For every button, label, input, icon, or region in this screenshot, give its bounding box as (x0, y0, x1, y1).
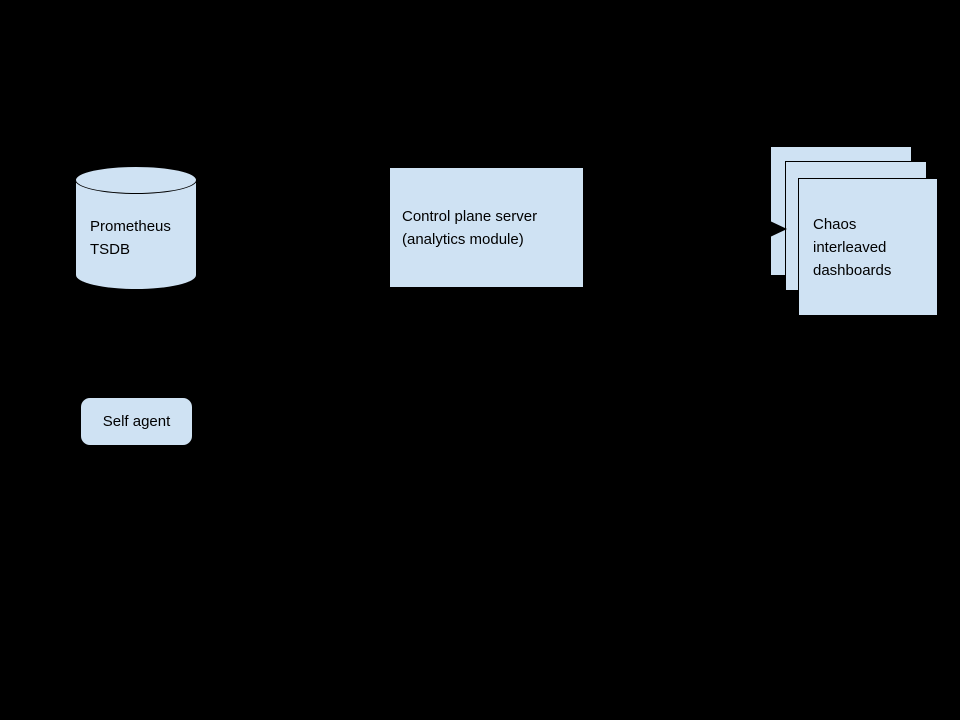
dashboards-label: Chaos interleaved dashboards (813, 215, 892, 279)
dashboards-node: Chaos interleaved dashboards (798, 178, 938, 316)
self-agent-label: Self agent (102, 413, 171, 430)
arrow-right-icon (770, 221, 787, 237)
control-plane-node: Control plane server (analytics module) (390, 168, 583, 287)
cylinder-body-shape (75, 180, 197, 290)
cylinder-top-ellipse (75, 166, 197, 194)
self-agent-node: Self agent (80, 397, 193, 446)
prometheus-tsdb-node: Prometheus TSDB (75, 166, 197, 290)
prometheus-tsdb-label: Prometheus TSDB (90, 218, 171, 258)
control-plane-label: Control plane server (analytics module) (402, 207, 538, 248)
